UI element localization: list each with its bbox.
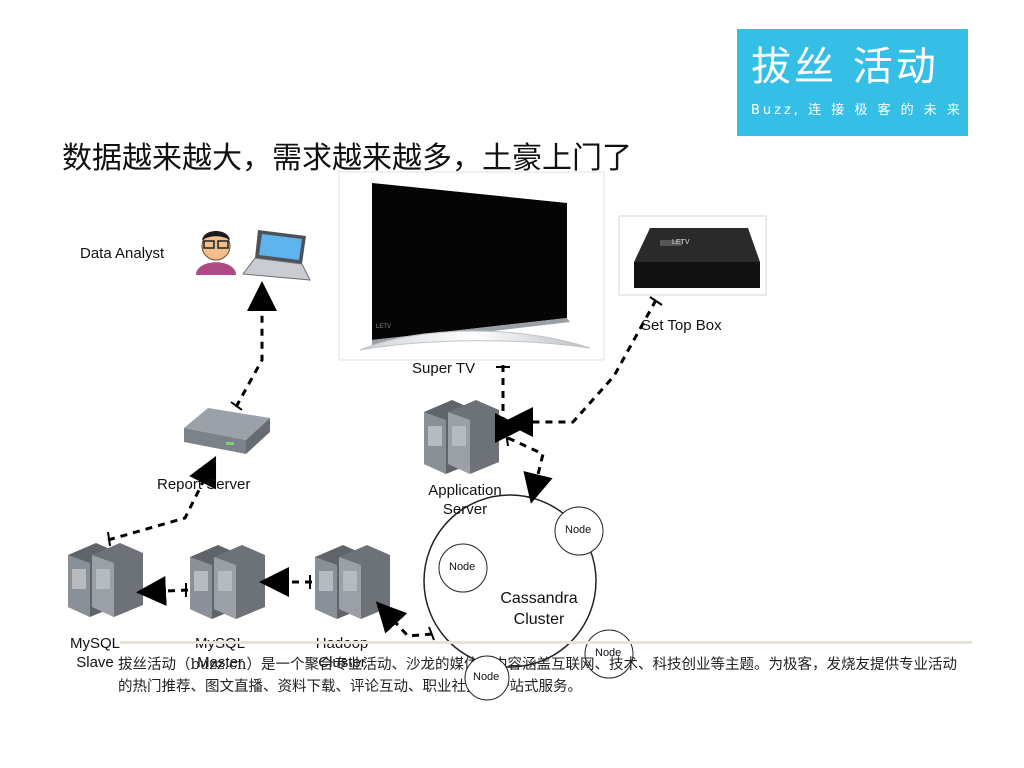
laptop-icon [242, 230, 311, 281]
connectors [107, 281, 658, 638]
mysql-master-server-icon [190, 545, 265, 619]
node-circle-2 [438, 543, 488, 593]
label-node-3: Node [595, 647, 622, 659]
connector-slave-to-report [107, 455, 217, 542]
label-super-tv: Super TV [412, 360, 476, 377]
report-server-icon [184, 408, 270, 454]
footer-description: 拔丝活动（buzz.cn）是一个聚合专业活动、沙龙的媒体，内容涵盖互联网、技术、… [118, 657, 957, 695]
application-server-icon [424, 400, 499, 474]
buzz-logo: 拔丝 活动 Buzz, 连 接 极 客 的 未 来 [737, 29, 968, 136]
logo-main-text: 拔丝 活动 [751, 44, 939, 90]
box-brand-text: LETV [672, 239, 690, 246]
label-data-analyst: Data Analyst [80, 245, 165, 262]
connector-app-to-cassandra [507, 436, 553, 504]
footer-divider [120, 641, 972, 644]
label-node-4: Node [473, 671, 500, 683]
label-mysql-slave: MySQL Slave [69, 635, 120, 671]
data-analyst-person-icon [196, 231, 236, 275]
label-cassandra-cluster: Cassandra Cluster [500, 590, 578, 628]
connector-ticks [107, 296, 663, 641]
super-tv-image [338, 171, 605, 361]
set-top-box-image [618, 215, 767, 296]
label-node-2: Node [449, 561, 476, 573]
label-report-server: Report Server [157, 476, 251, 493]
label-application-server: Application Server [428, 482, 502, 518]
connector-report-to-analyst [234, 281, 277, 408]
mysql-slave-server-icon [68, 543, 143, 617]
connector-cassandra-to-hadoop [375, 601, 433, 638]
label-set-top-box: Set Top Box [641, 317, 722, 334]
label-node-1: Node [565, 524, 592, 536]
logo-tagline: Buzz, 连 接 极 客 的 未 来 [751, 103, 963, 118]
slide-title: 数据越来越大，需求越来越多，土豪上门了 [62, 141, 632, 176]
connector-box-to-app [503, 299, 658, 437]
tv-brand-text: LETV [376, 324, 392, 330]
cassandra-cluster-ring [423, 494, 597, 668]
connector-tv-to-app [495, 365, 525, 443]
node-circle-1 [554, 506, 604, 556]
connector-master-to-slave [136, 576, 189, 607]
hadoop-cluster-server-icon [315, 545, 390, 619]
